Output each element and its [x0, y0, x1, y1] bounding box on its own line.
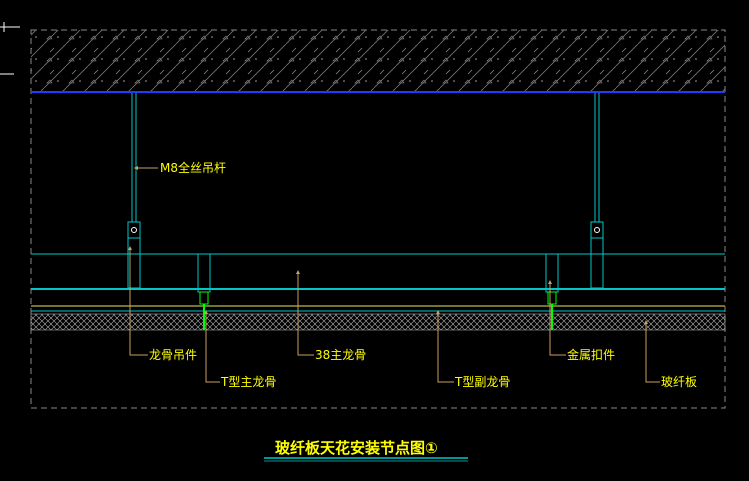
leader-arrow-rod [134, 166, 138, 170]
leader-arrow-board [644, 320, 648, 324]
leader-t-main [205, 312, 220, 383]
leader-38 [297, 272, 314, 356]
label-clip: 金属扣件 [567, 347, 615, 362]
hanger-rod-left [131, 93, 137, 222]
concrete-slab [31, 30, 725, 92]
hanger-bracket-right [590, 221, 604, 289]
label-t-sub: T型副龙骨 [454, 375, 510, 389]
drawing-title: 玻纤板天花安装节点图① [275, 439, 438, 457]
label-t-main: T型主龙骨 [220, 375, 276, 389]
leader-arrow-hanger [128, 246, 132, 250]
cad-cursor [0, 22, 20, 75]
label-board: 玻纤板 [661, 375, 697, 389]
drawing-frame [30, 29, 726, 409]
leader-hanger [129, 248, 148, 356]
leader-arrow-38 [296, 270, 300, 274]
leader-arrow-clip [548, 280, 552, 284]
leader-arrow-t-main [204, 310, 208, 314]
fiberglass-board [30, 313, 726, 331]
main-channel-38 [31, 253, 725, 290]
label-rod: M8全丝吊杆 [160, 160, 226, 175]
leader-t-sub [437, 312, 454, 383]
label-hanger: 龙骨吊件 [149, 348, 197, 362]
hanger-rod-right [594, 93, 600, 222]
leader-clip [549, 282, 566, 356]
t-main-keel-left [197, 253, 211, 305]
t-main-keel-right [545, 253, 559, 305]
label-38: 38主龙骨 [315, 348, 366, 362]
leader-board [645, 322, 660, 383]
leader-arrow-t-sub [436, 310, 440, 314]
